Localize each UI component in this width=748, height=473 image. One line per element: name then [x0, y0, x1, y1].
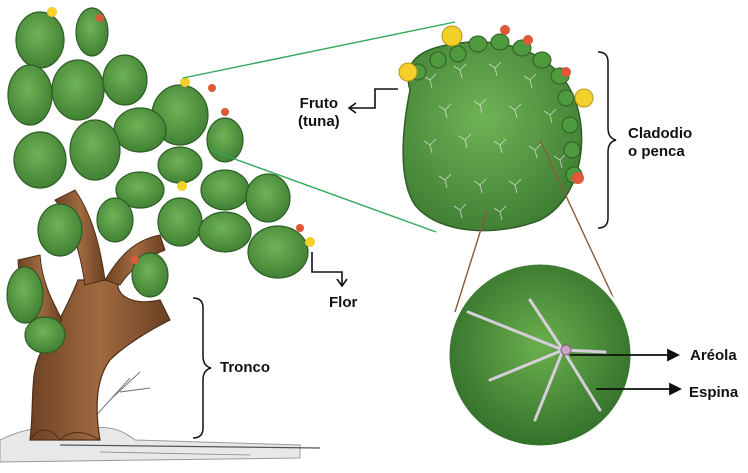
label-fruto-line2: (tuna): [298, 113, 340, 131]
label-espina: Espina: [689, 384, 738, 402]
label-cladodio: Cladodio o penca: [628, 125, 692, 161]
brace-cladodio: [598, 52, 616, 228]
label-cladodio-line2: o penca: [628, 143, 692, 161]
label-fruto-line1: Fruto: [298, 95, 340, 113]
cladodio-enlarged: [399, 25, 593, 231]
label-flor: Flor: [329, 294, 357, 312]
label-tronco: Tronco: [220, 359, 270, 377]
arrow-fruto: [349, 89, 398, 113]
label-fruto: Fruto (tuna): [298, 95, 340, 131]
label-cladodio-line1: Cladodio: [628, 125, 692, 143]
arrow-flor: [312, 252, 347, 286]
areola-dot: [561, 345, 571, 355]
brace-tronco: [193, 298, 211, 438]
label-areola: Aréola: [690, 347, 737, 365]
